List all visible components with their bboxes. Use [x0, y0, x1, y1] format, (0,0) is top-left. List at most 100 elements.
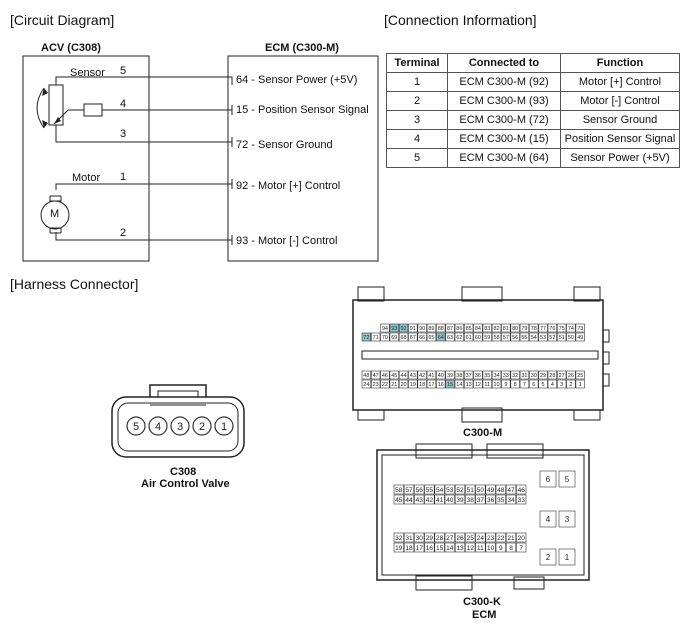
c300m-pin-60-label: 60 — [475, 335, 481, 341]
c300m-pin-21-label: 21 — [391, 382, 397, 388]
c300k-pin-30 — [414, 532, 425, 543]
c300m-pin-10-label: 10 — [493, 382, 499, 388]
cell-connected-to: ECM C300-M (64) — [447, 148, 561, 168]
c300m-pin-40-label: 40 — [438, 373, 444, 379]
c300k-pin-38-label: 38 — [467, 497, 475, 504]
c300k-pin-50 — [475, 484, 486, 495]
c300k-pin-14-label: 14 — [446, 545, 454, 552]
c308-pin-1 — [214, 416, 234, 436]
c300m-pin-78-label: 78 — [531, 326, 537, 332]
c300k-pin-55-label: 55 — [426, 487, 434, 494]
sensor-label: Sensor — [70, 67, 105, 79]
c300m-pin-30-label: 30 — [531, 373, 537, 379]
c300m-pin-82-label: 82 — [493, 326, 499, 332]
c300k-pin-31-label: 31 — [405, 535, 413, 542]
c300m-pin-90-label: 90 — [419, 326, 425, 332]
c300m-pin-83-label: 83 — [484, 326, 490, 332]
c300k-pin-14 — [444, 542, 455, 553]
c300m-pin-18 — [417, 379, 427, 389]
c300k-pin-2 — [539, 548, 557, 566]
c300m-pin-63 — [445, 332, 455, 342]
c300k-pin-51-label: 51 — [467, 487, 475, 494]
c300k-pin-16-label: 16 — [426, 545, 434, 552]
c300m-pin-5 — [538, 379, 548, 389]
cell-function: Sensor Power (+5V) — [560, 148, 680, 168]
c300m-pin-70 — [380, 332, 390, 342]
acv-pin-3: 3 — [120, 128, 127, 140]
c300m-pin-15 — [445, 379, 455, 389]
ecm-title: ECM (C300-M) — [265, 42, 339, 54]
c300m-pin-86-label: 86 — [456, 326, 462, 332]
c300k-pin-45 — [393, 494, 404, 505]
c300m-pin-32 — [510, 370, 520, 380]
c300m-pin-56-label: 56 — [512, 335, 518, 341]
c308-pin-2 — [192, 416, 212, 436]
c300k-pin-24 — [475, 532, 486, 543]
c300k-pin-35-label: 35 — [497, 497, 505, 504]
c300k-pin-11 — [475, 542, 486, 553]
c300m-pin-24 — [361, 379, 371, 389]
c308-pin-3-label: 3 — [177, 421, 183, 433]
c300m-pin-90 — [417, 323, 427, 333]
c300k-pin-50-label: 50 — [477, 487, 485, 494]
c300m-pin-15-label: 15 — [447, 382, 453, 388]
c300m-pin-50 — [566, 332, 576, 342]
c300k-pin-58 — [393, 484, 404, 495]
c300m-pin-84-label: 84 — [475, 326, 481, 332]
c300k-pin-42-label: 42 — [426, 497, 434, 504]
c300k-pin-1-label: 1 — [565, 553, 570, 562]
c300k-pin-13-label: 13 — [456, 545, 464, 552]
c300m-pin-74-label: 74 — [568, 326, 574, 332]
c308-pin-5 — [126, 416, 146, 436]
c300k-pin-25-label: 25 — [467, 535, 475, 542]
c300m-pin-31-label: 31 — [521, 373, 527, 379]
c300m-pin-2 — [566, 379, 576, 389]
c300m-pin-28-label: 28 — [549, 373, 555, 379]
c300m-pin-14-label: 14 — [456, 382, 462, 388]
c300m-pin-86 — [454, 323, 464, 333]
c300m-pin-7 — [519, 379, 530, 389]
c300m-pin-57 — [501, 332, 511, 342]
c300k-subtitle: ECM — [472, 609, 497, 621]
c300m-pin-13-label: 13 — [466, 382, 472, 388]
c300m-pin-73-label: 73 — [577, 326, 583, 332]
c300m-pin-43-label: 43 — [410, 373, 416, 379]
c300k-title: C300-K — [463, 596, 501, 608]
c300m-pin-45 — [389, 370, 399, 380]
c300k-pin-10-label: 10 — [487, 545, 495, 552]
c300k-pin-9-label: 9 — [499, 545, 503, 552]
c300m-pin-4-label: 4 — [551, 382, 554, 388]
c300m-pin-62-label: 62 — [456, 335, 462, 341]
c300m-pin-92-label: 92 — [400, 326, 406, 332]
c300k-pin-31 — [403, 532, 415, 543]
c300k-pin-47-label: 47 — [507, 487, 515, 494]
c300m-pin-92 — [398, 323, 409, 333]
c300m-pin-83 — [482, 323, 492, 333]
c300m-pin-46 — [380, 370, 390, 380]
c300k-pin-41 — [434, 494, 445, 505]
c300k-pin-48-label: 48 — [497, 487, 505, 494]
c300k-pin-43 — [414, 494, 425, 505]
c300m-pin-71 — [370, 332, 381, 342]
c300m-pin-79-label: 79 — [521, 326, 527, 332]
c300k-pin-53-label: 53 — [446, 487, 454, 494]
c300k-pin-26-label: 26 — [456, 535, 464, 542]
c308-pin-2-label: 2 — [199, 421, 205, 433]
c300k-pin-41-label: 41 — [436, 497, 444, 504]
c300m-pin-11 — [482, 379, 492, 389]
c300k-pin-56 — [414, 484, 425, 495]
connection-information-heading: [Connection Information] — [384, 12, 537, 28]
c300m-pin-56 — [510, 332, 520, 342]
cell-function: Sensor Ground — [560, 110, 680, 130]
c300m-pin-93-label: 93 — [391, 326, 397, 332]
c300m-pin-12-label: 12 — [475, 382, 481, 388]
c300m-pin-71-label: 71 — [373, 335, 379, 341]
cell-function: Position Sensor Signal — [560, 129, 680, 149]
c300m-pin-61 — [463, 332, 474, 342]
cell-connected-to: ECM C300-M (92) — [447, 72, 561, 92]
c300m-pin-94-label: 94 — [382, 326, 388, 332]
c300m-pin-49 — [575, 332, 585, 342]
c300m-pin-46-label: 46 — [382, 373, 388, 379]
c300m-pin-66 — [417, 332, 427, 342]
c300m-pin-51-label: 51 — [559, 335, 565, 341]
